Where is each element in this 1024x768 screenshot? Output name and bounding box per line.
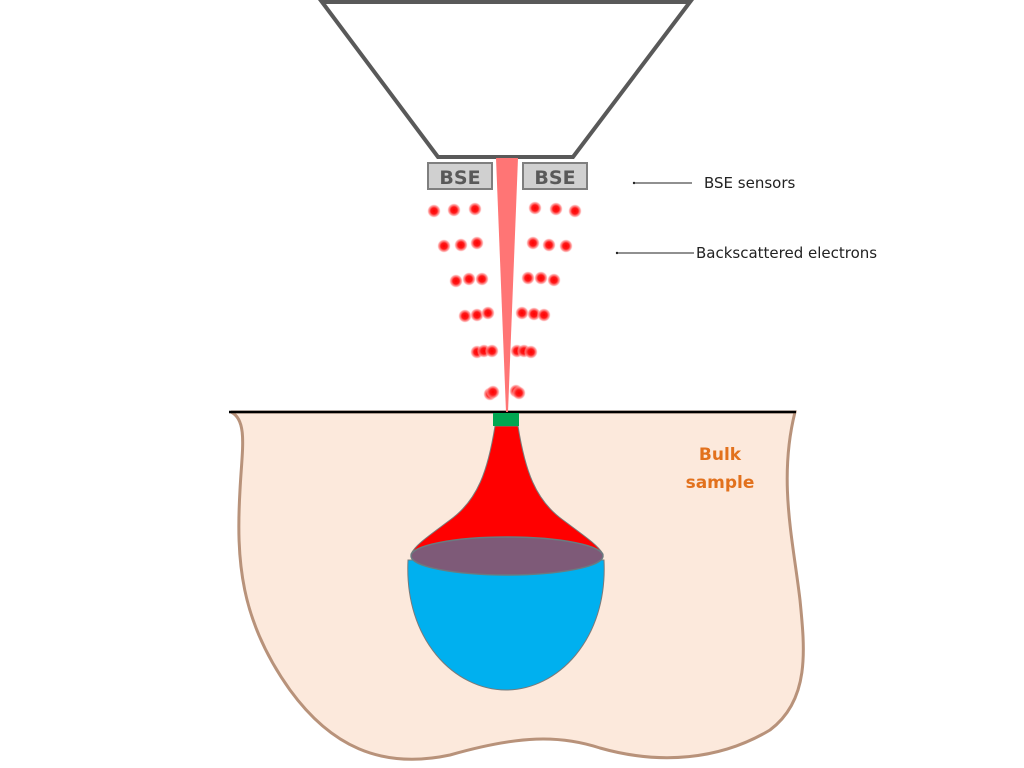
electron-left — [462, 272, 476, 286]
bse-sensor-right-label: BSE — [534, 167, 575, 189]
electron-right — [515, 306, 529, 320]
electron-right — [568, 204, 582, 218]
electron-beam — [496, 158, 518, 412]
electron-right — [512, 386, 526, 400]
electron-right — [547, 273, 561, 287]
electron-right — [534, 271, 548, 285]
bse-sensor-left: BSE — [427, 162, 493, 190]
electron-right — [524, 345, 538, 359]
electron-left — [447, 203, 461, 217]
electron-right — [542, 238, 556, 252]
electron-left — [468, 202, 482, 216]
bse-sensor-right: BSE — [522, 162, 588, 190]
electron-right — [526, 236, 540, 250]
electron-left — [427, 204, 441, 218]
callout-bse-sensors: BSE sensors — [704, 174, 796, 192]
electron-left — [437, 239, 451, 253]
electron-right — [528, 201, 542, 215]
electron-left — [449, 274, 463, 288]
backscattered-electrons — [427, 201, 582, 401]
electron-right — [549, 202, 563, 216]
electron-left — [481, 306, 495, 320]
electron-left — [485, 344, 499, 358]
electron-column — [318, 0, 695, 159]
electron-right — [537, 308, 551, 322]
interaction-bulb — [407, 559, 605, 691]
electron-left — [458, 309, 472, 323]
electron-left — [486, 385, 500, 399]
electron-left — [454, 238, 468, 252]
electron-left — [475, 272, 489, 286]
electron-right — [559, 239, 573, 253]
callout-backscattered-electrons: Backscattered electrons — [696, 244, 877, 262]
beam-spot — [493, 413, 519, 426]
bulk-sample-label-line1: Bulk — [699, 445, 742, 465]
electron-left — [470, 308, 484, 322]
electron-left — [470, 236, 484, 250]
bse-sensor-left-label: BSE — [439, 167, 480, 189]
electron-right — [521, 271, 535, 285]
interaction-ellipse — [410, 536, 604, 576]
bulk-sample-label-line2: sample — [686, 473, 755, 493]
